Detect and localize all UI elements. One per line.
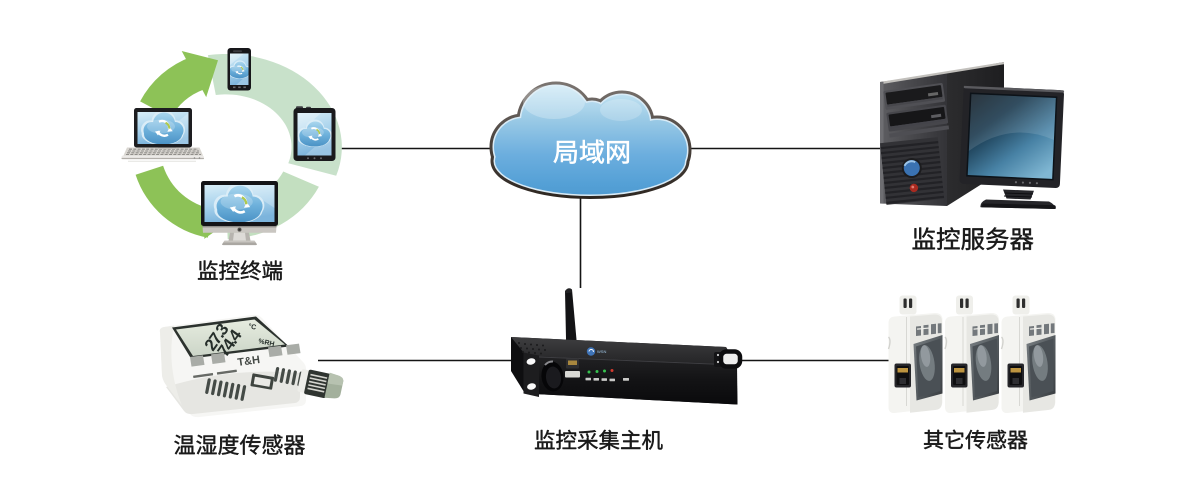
svg-text:T&H: T&H bbox=[237, 354, 261, 369]
svg-text:°C: °C bbox=[248, 322, 257, 331]
svg-text:%RH: %RH bbox=[258, 338, 275, 348]
svg-text:WSN: WSN bbox=[597, 349, 606, 354]
